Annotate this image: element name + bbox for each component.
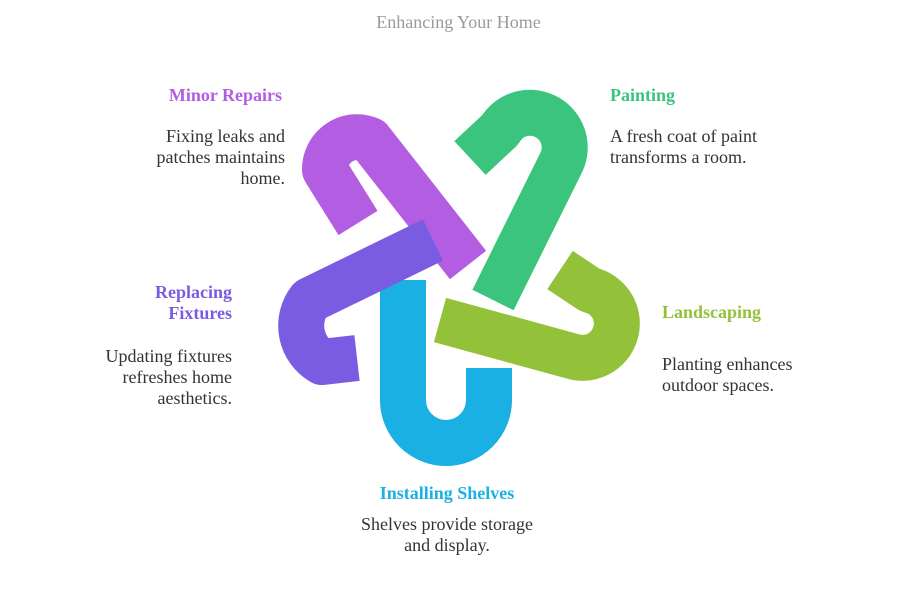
installing-shelves-loop: [380, 280, 512, 466]
landscaping-description: Planting enhances outdoor spaces.: [662, 354, 793, 395]
painting-loop: [454, 89, 588, 311]
replacing-fixtures-loop: [278, 219, 444, 385]
minor-repairs-loop: [302, 114, 487, 280]
minor-repairs-label: Minor Repairs: [168, 85, 282, 105]
landscaping-label: Landscaping: [662, 302, 762, 322]
landscaping-loop: [433, 250, 640, 381]
replacing-fixtures-label: Replacing Fixtures: [154, 282, 232, 323]
painting-description: A fresh coat of paint transforms a room.: [610, 126, 757, 167]
installing-shelves-description: Shelves provide storage and display.: [361, 514, 533, 555]
replacing-fixtures-description: Updating fixtures refreshes home aesthet…: [105, 346, 232, 408]
installing-shelves-label: Installing Shelves: [379, 483, 515, 503]
minor-repairs-description: Fixing leaks and patches maintains home.: [156, 126, 285, 188]
diagram-title: Enhancing Your Home: [376, 12, 541, 32]
painting-label: Painting: [610, 85, 676, 105]
